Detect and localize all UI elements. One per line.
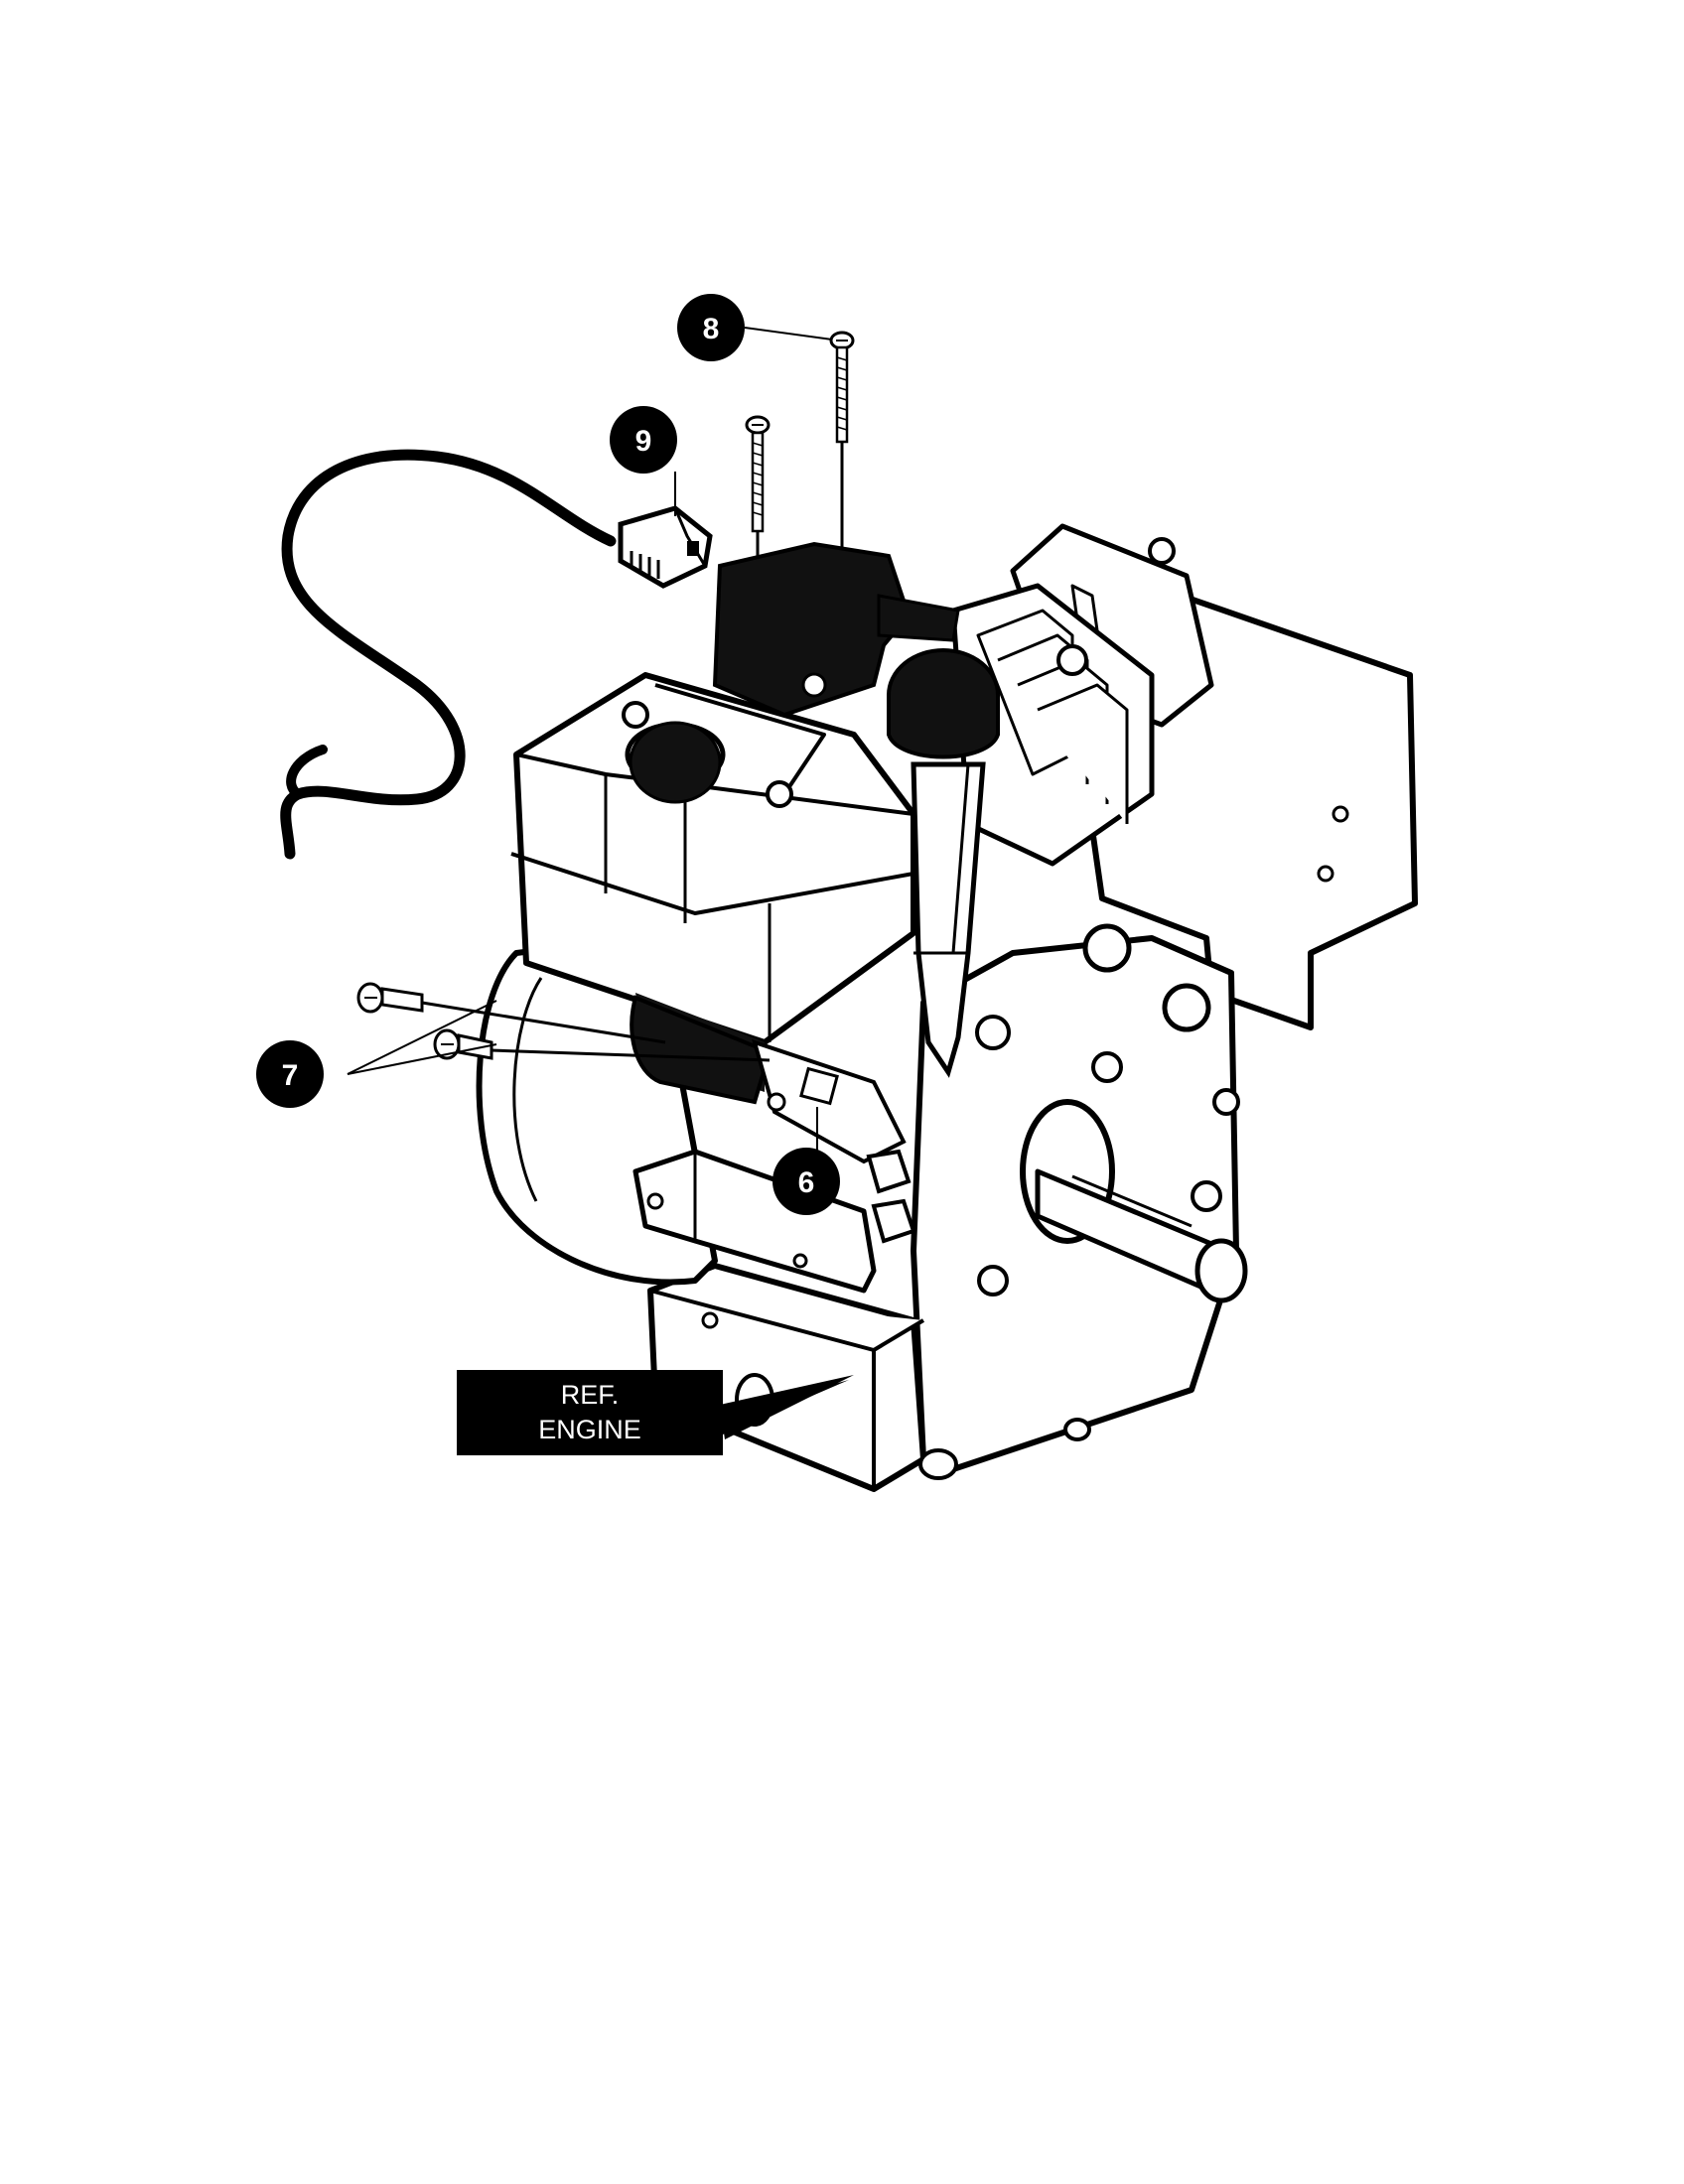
starter-motor [630, 995, 907, 1164]
callout-8-label: 8 [703, 313, 720, 345]
callout-6-label: 6 [798, 1166, 815, 1199]
callout-9: 9 [610, 406, 677, 474]
plug-part [618, 505, 713, 589]
fuel-tank [510, 672, 916, 1045]
screw-lower-7 [433, 1028, 771, 1062]
oil-fill-tube [887, 648, 1000, 1078]
callout-7-label: 7 [282, 1059, 299, 1092]
callout-8: 8 [677, 294, 745, 361]
leader-lines [347, 327, 833, 1157]
mount-bolts [866, 1149, 916, 1244]
screw-long-left [745, 415, 771, 645]
ref-label-line2: ENGINE [538, 1415, 641, 1444]
power-cord [280, 449, 617, 860]
screw-upper-7 [356, 982, 666, 1044]
callout-7: 7 [256, 1040, 324, 1108]
ref-label-line1: REF. [561, 1380, 620, 1410]
callout-9-label: 9 [635, 425, 652, 458]
callout-6: 6 [772, 1148, 840, 1215]
ref-engine-label: REF. ENGINE [457, 1370, 854, 1455]
electric-starter-part [712, 541, 960, 718]
